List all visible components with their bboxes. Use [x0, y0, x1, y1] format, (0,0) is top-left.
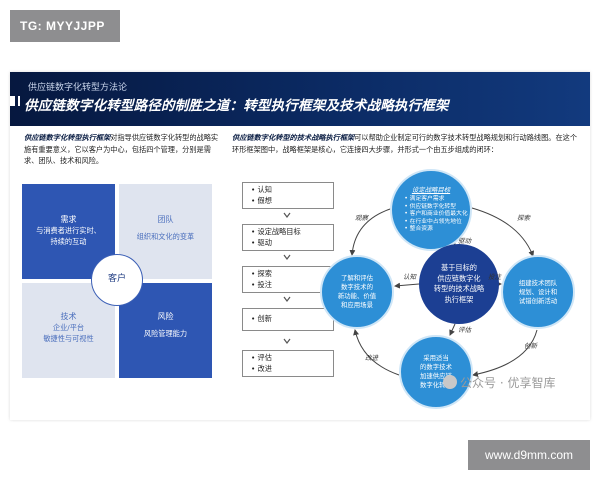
wechat-icon [443, 375, 457, 389]
arc-improve [353, 329, 400, 376]
arrow-down-icon [283, 254, 291, 260]
link-assess [449, 323, 456, 336]
circle-line: 和应用场景 [341, 301, 373, 309]
circle-line: 供应链数字化 [437, 273, 481, 283]
header-bar-icon [18, 96, 20, 106]
arrow-down-icon [283, 296, 291, 302]
label-explore: 探索 [517, 214, 530, 222]
left-intro: 供应链数字化转型执行框架对指导供应链数字化转型的战略实施有重要意义，它以客户为中… [24, 132, 224, 167]
arc-explore [471, 207, 535, 257]
goal-item: 客户和商业价值最大化 [404, 211, 468, 219]
right-intro: 供应链数字化转型的技术战略执行框架可以帮助企业制定可行的数字技术转型战略规划和行… [232, 132, 584, 155]
step-item: 驱动 [251, 238, 333, 249]
quadrant-line: 风险管理能力 [143, 329, 188, 338]
circle-understand: 了解和评估 数字技术的 新功能、价值 和应用场景 [320, 255, 394, 329]
slide-title: 供应链数字化转型路径的制胜之道：转型执行框架及技术战略执行框架 [24, 98, 449, 114]
goal-item: 供应链数字化转型 [404, 204, 467, 212]
series-title: 供应链数字化转型方法论 [28, 83, 128, 93]
step-box-2: 设定战略目标 驱动 [242, 224, 334, 251]
step-item: 认知 [251, 185, 333, 196]
watermark-tag: TG: MYYJJPP [10, 10, 120, 42]
link-cognize [394, 282, 420, 289]
circle-line: 试错创新活动 [518, 296, 558, 305]
circle-line: 执行框架 [444, 294, 474, 304]
header-bar-icon [10, 96, 15, 106]
label-drive: 驱动 [458, 237, 471, 245]
slide: 供应链数字化转型方法论 供应链数字化转型路径的制胜之道：转型执行框架及技术战略执… [10, 72, 590, 420]
quadrant-line: 组织和文化的变革 [136, 232, 195, 241]
step-item: 探索 [251, 269, 333, 280]
step-box-3: 探索 投注 [242, 266, 334, 293]
watermark-url: www.d9mm.com [468, 440, 590, 470]
step-item: 投注 [251, 280, 333, 291]
circle-line: 规划、设计和 [518, 287, 558, 296]
quadrant-line: 敏捷性与可视性 [43, 334, 94, 343]
label-improve: 改进 [365, 354, 378, 362]
circle-line: 数字技术的 [341, 283, 373, 291]
quadrant-title: 技术 [60, 312, 77, 321]
arrow-down-icon [283, 212, 291, 218]
step-item: 评估 [251, 353, 333, 364]
step-item: 设定战略目标 [251, 227, 333, 238]
quadrant-line: 与消费者进行实时、 [36, 226, 101, 235]
quadrant-title: 风险 [157, 312, 174, 321]
circle-line: 新功能、价值 [337, 292, 377, 300]
quadrant-title: 需求 [60, 215, 77, 224]
quadrant-line: 企业/平台 [52, 323, 85, 332]
circle-line: 基于目标的 [441, 263, 477, 272]
circle-build-team: 组建技术团队 规划、设计和 试错创新活动 [501, 255, 575, 329]
goal-item: 在行业中占领先地位 [404, 219, 467, 227]
goal-item: 整合资源 [404, 226, 467, 234]
cycle-connectors [349, 207, 538, 377]
slide-header: 供应链数字化转型方法论 供应链数字化转型路径的制胜之道：转型执行框架及技术战略执… [10, 72, 590, 126]
circle-heading: 设定战略目标 [411, 186, 451, 195]
circle-line: 转型的技术战略 [433, 284, 485, 293]
arrow-down-icon [283, 338, 291, 344]
goal-item: 满足客户需求 [404, 196, 467, 204]
quadrant-title: 团队 [157, 215, 174, 224]
quadrant-line: 持续的互动 [50, 237, 87, 246]
right-intro-bold: 供应链数字化转型的技术战略执行框架 [232, 133, 355, 142]
circle-line: 组建技术团队 [518, 278, 558, 287]
quadrant-diagram: 需求 与消费者进行实时、 持续的互动 团队 组织和文化的变革 技术 企业/平台 … [22, 184, 212, 378]
circle-line: 采用适当 [423, 354, 449, 362]
customer-circle: 客户 [91, 254, 143, 306]
arc-observe [349, 207, 394, 256]
left-intro-text: 对指导供应链数字化转型的战略实施有重要意义，它以客户为中心，包括四个管理，分别是… [24, 133, 219, 165]
watermark-wechat: 公众号 · 优享智库 [443, 374, 555, 391]
circle-line: 数字化转型 [420, 381, 452, 389]
label-assess: 评估 [458, 326, 471, 334]
circle-set-goals: 设定战略目标 满足客户需求 供应链数字化转型 客户和商业价值最大化 在行业中占领… [390, 169, 472, 251]
right-intro-text: 可以帮助企业制定可行的数字技术转型战略规划和行动路线图。在这个环形框架图中，战略… [232, 133, 578, 154]
circle-core-framework: 基于目标的 供应链数字化 转型的技术战略 执行框架 [419, 244, 499, 324]
label-cognize: 认知 [403, 273, 416, 281]
circle-line: 加速供应链 [420, 372, 452, 380]
step-item: 创新 [251, 314, 333, 325]
watermark-text: 公众号 · 优享智库 [460, 376, 556, 390]
circle-line: 了解和评估 [341, 274, 373, 282]
circle-adopt-tech: 采用适当 的数字技术 加速供应链 数字化转型 [399, 335, 473, 409]
label-bet: 投注 [488, 273, 501, 281]
left-intro-bold: 供应链数字化转型执行框架 [24, 133, 111, 142]
label-innovate: 创新 [524, 342, 537, 350]
circle-line: 的数字技术 [420, 363, 452, 371]
step-item: 假想 [251, 196, 333, 207]
step-box-5: 评估 改进 [242, 350, 334, 377]
label-observe: 观察 [355, 214, 368, 222]
arc-innovate [472, 329, 538, 377]
step-box-1: 认知 假想 [242, 182, 334, 209]
step-item: 改进 [251, 364, 333, 375]
